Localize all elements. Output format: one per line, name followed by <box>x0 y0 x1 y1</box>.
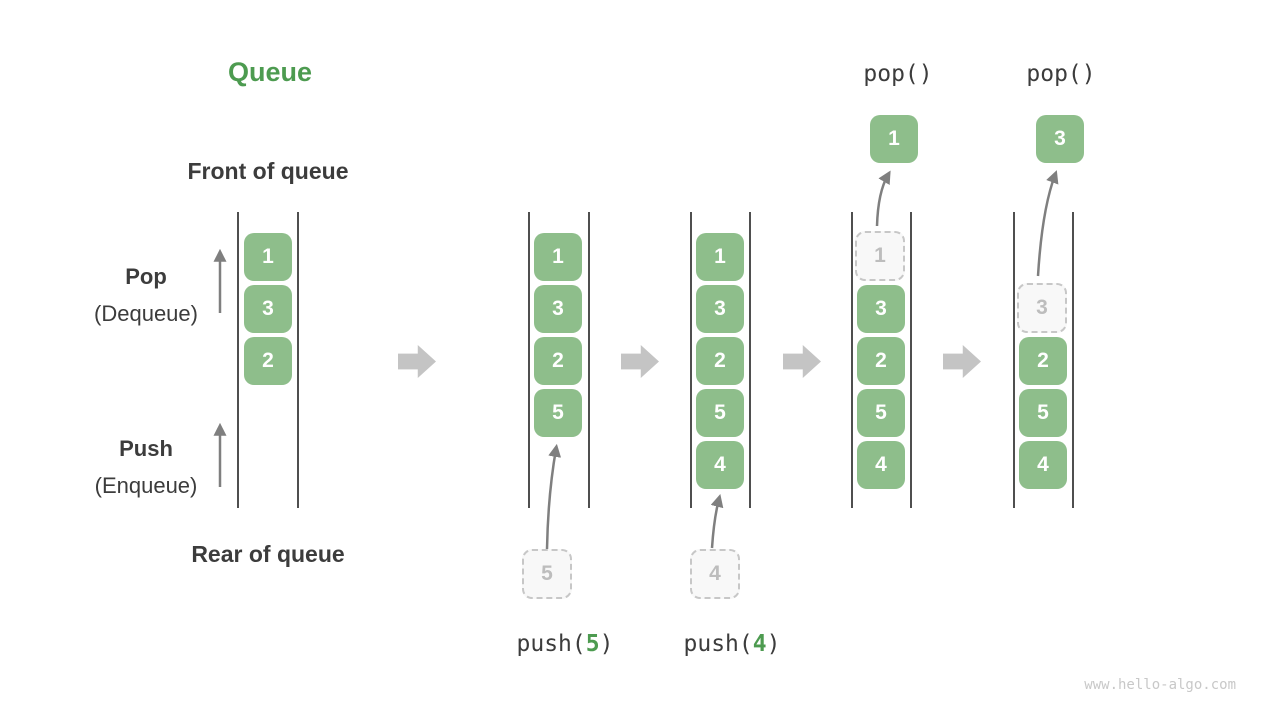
pending-push-cell: 4 <box>690 549 740 599</box>
queue-cell: 1 <box>244 233 292 281</box>
queue-cell: 3 <box>857 285 905 333</box>
queue-cell: 2 <box>244 337 292 385</box>
pop-operation-label: pop() <box>1026 61 1096 87</box>
push-label: Push <box>119 436 173 461</box>
queue-cell: 1 <box>696 233 744 281</box>
push-4-arrow-icon <box>710 493 724 549</box>
op-text: ) <box>766 631 781 657</box>
op-arg: 4 <box>752 631 767 657</box>
next-state-arrow-icon <box>398 345 436 378</box>
queue-cell: 3 <box>696 285 744 333</box>
push-5-operation-label: push(5) <box>517 631 614 657</box>
pop-label: Pop <box>125 264 167 289</box>
op-text: ) <box>599 631 614 657</box>
queue-cell: 2 <box>534 337 582 385</box>
queue-cell: 5 <box>534 389 582 437</box>
front-of-queue-label: Front of queue <box>187 158 349 184</box>
op-text: push( <box>516 631 586 657</box>
queue-wall <box>1072 212 1074 508</box>
ghost-cell: 3 <box>1017 283 1067 333</box>
queue-wall <box>528 212 530 508</box>
next-state-arrow-icon <box>943 345 981 378</box>
queue-cell: 4 <box>1019 441 1067 489</box>
queue-cell: 2 <box>1019 337 1067 385</box>
queue-cell: 4 <box>696 441 744 489</box>
queue-cell: 5 <box>857 389 905 437</box>
diagram-title: Queue <box>228 57 313 87</box>
push-4-operation-label: push(4) <box>684 631 781 657</box>
queue-cell: 1 <box>534 233 582 281</box>
next-state-arrow-icon <box>621 345 659 378</box>
queue-cell: 3 <box>244 285 292 333</box>
push-legend: Push (Enqueue) <box>95 430 198 504</box>
pop-3-arrow-icon <box>1036 170 1059 277</box>
pop-legend: Pop (Dequeue) <box>94 258 198 332</box>
pop-1-arrow-icon <box>875 170 891 227</box>
watermark: www.hello-algo.com <box>1084 677 1236 693</box>
queue-wall <box>690 212 692 508</box>
rear-of-queue-label: Rear of queue <box>191 541 345 567</box>
popped-cell: 3 <box>1036 115 1084 163</box>
op-arg: 5 <box>585 631 600 657</box>
pop-operation-label: pop() <box>863 61 933 87</box>
ghost-cell: 1 <box>855 231 905 281</box>
queue-cell: 2 <box>857 337 905 385</box>
queue-wall <box>910 212 912 508</box>
queue-cell: 2 <box>696 337 744 385</box>
pending-push-cell: 5 <box>522 549 572 599</box>
enqueue-label: (Enqueue) <box>94 473 198 498</box>
dequeue-label: (Dequeue) <box>94 301 198 326</box>
queue-wall <box>297 212 299 508</box>
queue-cell: 5 <box>1019 389 1067 437</box>
queue-cell: 4 <box>857 441 905 489</box>
next-state-arrow-icon <box>783 345 821 378</box>
queue-wall <box>1013 212 1015 508</box>
queue-cell: 3 <box>534 285 582 333</box>
popped-cell: 1 <box>870 115 918 163</box>
queue-wall <box>749 212 751 508</box>
queue-cell: 5 <box>696 389 744 437</box>
push-5-arrow-icon <box>545 443 562 550</box>
queue-wall <box>851 212 853 508</box>
queue-wall <box>588 212 590 508</box>
queue-wall <box>237 212 239 508</box>
op-text: push( <box>683 631 753 657</box>
